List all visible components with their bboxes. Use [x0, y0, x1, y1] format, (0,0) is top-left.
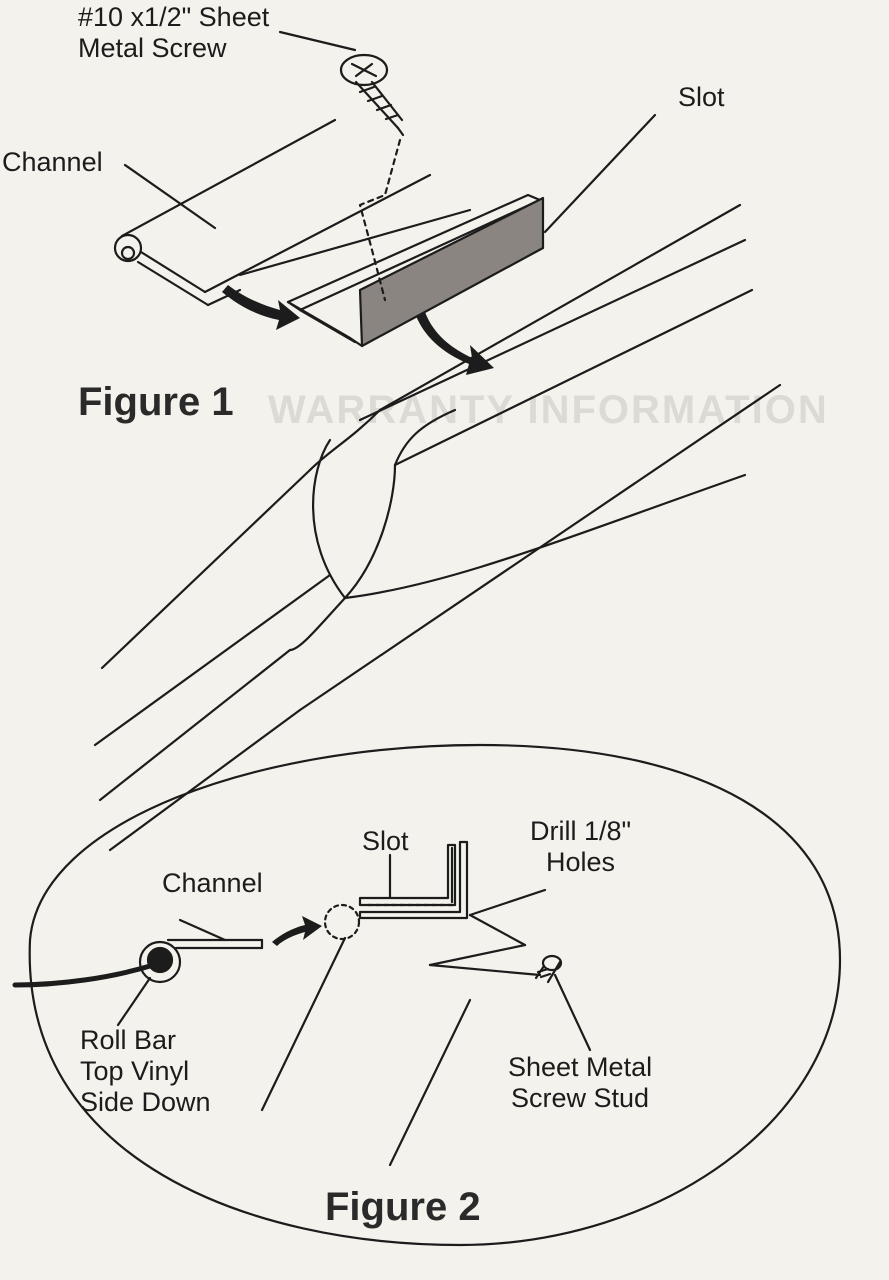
roll-bar-label-line3: Side Down [80, 1087, 211, 1117]
screw-stud-label-line1: Sheet Metal [508, 1052, 653, 1082]
slot-label: Slot [678, 82, 725, 112]
drill-holes-label-line1: Drill 1/8" [530, 816, 632, 846]
roll-bar-label-line2: Top Vinyl [80, 1056, 190, 1086]
screw-path-dashed [358, 138, 402, 302]
figure2-leaders [116, 853, 592, 1167]
sheet-metal-screw-icon [339, 53, 405, 137]
fig2-channel-label: Channel [162, 868, 263, 898]
slot-angle-section [358, 840, 469, 920]
roll-bar-dashed-position [323, 903, 361, 941]
roll-bar-icon [12, 938, 264, 988]
roll-bar-label-line1: Roll Bar [80, 1025, 177, 1055]
roll-bar-label: Roll Bar Top Vinyl Side Down [80, 1025, 211, 1118]
drill-holes-label: Drill 1/8" Holes [530, 816, 631, 878]
bleed-through-heading: WARRANTY INFORMATION [268, 388, 829, 432]
screw-stud-label: Sheet Metal Screw Stud [508, 1052, 652, 1114]
screw-label: #10 x1/2" Sheet Metal Screw [78, 2, 269, 64]
figure-1-title: Figure 1 [78, 380, 234, 424]
figure1-leaders [123, 30, 657, 234]
drill-holes-label-line2: Holes [546, 847, 616, 877]
screw-label-line2: Metal Screw [78, 33, 227, 63]
screw-stud-label-line2: Screw Stud [511, 1083, 650, 1113]
figure1-arrows [222, 285, 494, 375]
slot-angle-piece [286, 193, 545, 348]
fig2-slot-label: Slot [362, 826, 409, 856]
panel-body [93, 203, 782, 852]
sheet-metal-screw-stud-icon [534, 954, 563, 984]
channel-label: Channel [2, 147, 103, 177]
detail-ellipse [28, 743, 842, 1247]
screw-label-line1: #10 x1/2" Sheet [78, 2, 270, 32]
figure-2-title: Figure 2 [325, 1185, 481, 1229]
figure2-arrow [272, 916, 322, 946]
